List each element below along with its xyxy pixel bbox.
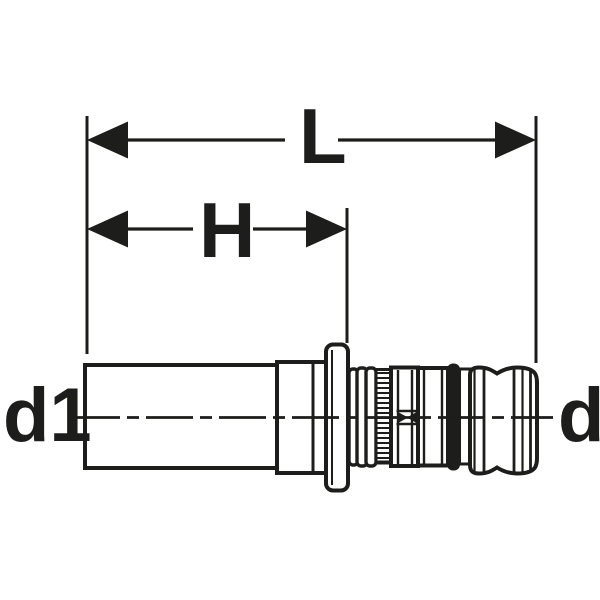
- fitting-drawing: [73, 342, 553, 493]
- arrowhead-right-icon: [306, 210, 347, 248]
- end-cap: [468, 365, 539, 476]
- diameter-label-d: d: [558, 373, 600, 458]
- indicator-lines: [396, 409, 418, 426]
- diameter-label-d1: d1: [3, 373, 92, 458]
- knurl-hatch: [377, 371, 390, 463]
- dimension-label-H: H: [199, 186, 255, 274]
- dimension-L: L: [85, 92, 538, 363]
- end-cap-outline: [468, 365, 539, 476]
- dimension-label-L: L: [299, 92, 347, 180]
- arrowhead-right-icon: [495, 121, 536, 159]
- arrowhead-left-icon: [87, 210, 128, 248]
- arrowhead-left-icon: [87, 121, 128, 159]
- dimension-H: H: [87, 186, 349, 343]
